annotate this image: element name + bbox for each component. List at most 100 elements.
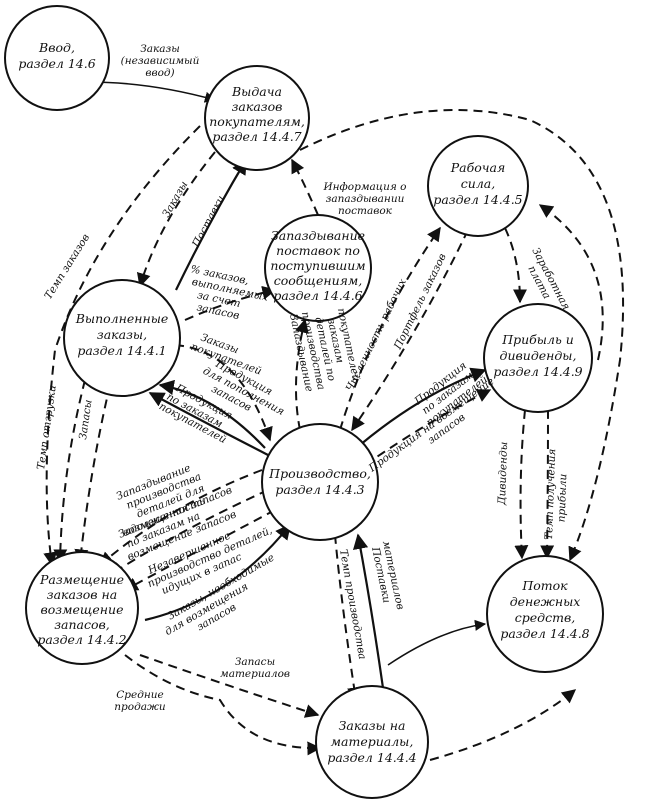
node-placement-line3: возмещение (41, 602, 124, 617)
label-temp-pribyli-2: прибыли (556, 473, 570, 522)
edge-orders-to-cash-arc (299, 109, 625, 562)
label-zapasy-mat-2: материалов (220, 668, 290, 680)
node-cash-line3: средств, (515, 610, 575, 625)
edge-materials-to-cash (387, 619, 487, 666)
label-temp-otgruzki: Темп отгрузки (35, 384, 59, 470)
label-temp-zakazov: Темп заказов (42, 232, 92, 302)
label-zapasy-mat-1: Запасы (235, 656, 275, 668)
node-profit-line1: Прибыль и (501, 332, 574, 347)
edge-production-to-placement-delay (98, 469, 263, 566)
edge-production-to-delay (295, 318, 309, 431)
node-production-line2: раздел 14.4.3 (275, 482, 364, 497)
svg-text:% заказов,выполняемыхза счетза: % заказов,выполняемыхза счетзапасов (182, 263, 272, 327)
edge-production-to-filled-replenish (158, 379, 266, 449)
label-postavki: Поставки (190, 193, 228, 250)
node-orders-line1: Выдача (231, 84, 282, 99)
node-materials-line1: Заказы на (339, 718, 406, 733)
node-filled-line3: раздел 14.4.1 (77, 343, 166, 358)
node-materials-line3: раздел 14.4.4 (327, 750, 416, 765)
node-placement-line2: заказов на (47, 587, 117, 602)
label-dividendy: Дивиденды (496, 442, 510, 507)
edge-production-to-profit-replenish (364, 389, 492, 466)
node-cash-line1: Поток (521, 578, 568, 593)
edge-orders-to-placement-temp (43, 125, 201, 567)
edge-materials-to-cash-lower (429, 689, 577, 761)
edge-filled-to-orders-postavki (175, 158, 247, 291)
edge-filled-to-placement-stock (74, 384, 111, 564)
edge-profit-to-cash-rate (540, 409, 555, 560)
node-input-line1: Ввод, (38, 40, 75, 55)
edge-labor-to-profit-wages (504, 227, 527, 304)
node-cash-line2: денежных (510, 594, 581, 609)
svg-text:Темп полученияприбыли: Темп полученияприбыли (543, 448, 570, 540)
edge-materials-to-production-supply (352, 533, 386, 696)
label-zakazy-nezavisimyi-2: (независимый (121, 55, 200, 67)
node-orders-line3: покупателям, (209, 114, 305, 129)
edge-production-to-placement-wip (123, 509, 276, 591)
node-materials-line2: материалы, (331, 734, 414, 749)
svg-text:Производство,раздел 14.4.3: Производство,раздел 14.4.3 (268, 466, 371, 497)
edge-input-to-orders (87, 81, 217, 103)
edge-filled-to-delay-pct (184, 285, 277, 321)
label-zakazy-nezavisimyi-3: ввод) (145, 67, 174, 79)
edge-profit-to-labor (538, 204, 604, 361)
node-labor-line2: сила, (461, 176, 495, 191)
node-orders-line2: заказов (232, 99, 283, 114)
label-srednie-2: продажи (114, 701, 166, 713)
label-portfel: Портфель заказов (391, 252, 448, 353)
edge-placement-to-production-orders (144, 523, 291, 622)
node-filled-line1: Выполненные (75, 311, 169, 326)
node-delay-line2: поставок по (276, 243, 360, 258)
node-delay-line5: раздел 14.4.6 (273, 288, 362, 303)
label-srednie-1: Средние (116, 689, 164, 701)
label-info-delay-3: поставок (338, 205, 393, 217)
edge-placement-to-materials-stock (139, 654, 320, 718)
edge-orders-to-filled-zakazy (136, 151, 216, 288)
label-info-delay-2: запаздывании (326, 193, 405, 205)
node-orders-line4: раздел 14.4.7 (212, 129, 301, 144)
edge-profit-to-cash-dividends (514, 409, 529, 560)
node-placement-line1: Размещение (39, 572, 124, 587)
svg-text:Запаздываниепроизводствадетале: Запаздываниепроизводствадеталей позаказа… (287, 303, 362, 393)
edge-filled-to-placement-shipment (53, 379, 86, 564)
node-profit-line3: раздел 14.4.9 (493, 364, 582, 379)
label-info-delay-1: Информация о (322, 181, 406, 193)
edge-filled-to-production-orders (174, 344, 273, 442)
node-filled-line2: заказы, (97, 327, 147, 342)
svg-text:Ввод,раздел 14.6: Ввод,раздел 14.6 (18, 40, 95, 71)
edge-delay-to-orders-info (291, 158, 319, 216)
edge-labor-to-production-portfolio (351, 229, 469, 432)
node-profit-line2: дивиденды, (500, 348, 577, 363)
edge-production-to-filled-customer (148, 392, 269, 456)
label-zapasy: Запасы (77, 399, 94, 441)
node-input-line2: раздел 14.6 (18, 56, 95, 71)
node-placement-line5: раздел 14.4.2 (37, 632, 126, 647)
connections (43, 81, 625, 761)
node-cash-line4: раздел 14.4.8 (500, 626, 589, 641)
node-delay-line4: сообщениям, (274, 273, 363, 288)
edge-production-to-materials-rate (334, 534, 361, 702)
edge-avg-sales-to-materials (124, 654, 322, 756)
edge-production-to-profit-customer (359, 367, 487, 446)
svg-text:Поставкиматериалов: Поставкиматериалов (368, 540, 406, 613)
node-placement-line4: запасов, (54, 617, 110, 632)
